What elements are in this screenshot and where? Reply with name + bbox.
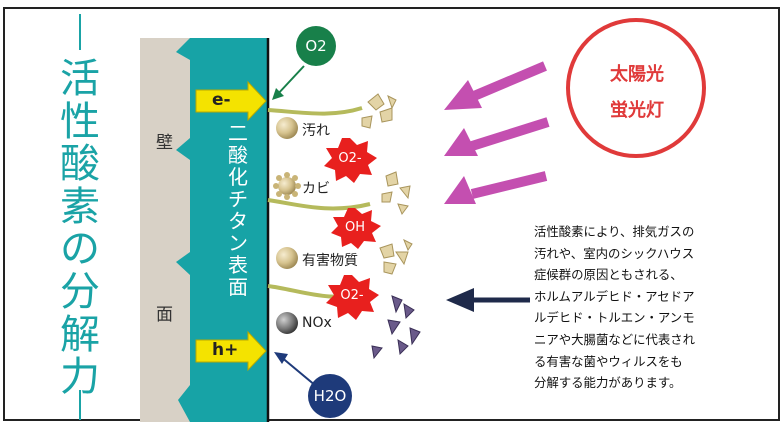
description-text: 活性酸素により、排気ガスの 汚れや、室内のシックハウス 症候群の原因ともされる、…	[534, 221, 783, 394]
o2-label: O2	[305, 37, 327, 55]
target-label-mold: カビ	[302, 181, 330, 197]
hole-arrow	[195, 330, 267, 372]
description-line: る有害な菌やウィルスをも	[534, 353, 683, 369]
description-line: 汚れや、室内のシックハウス	[534, 245, 695, 261]
light-source-sunlight: 太陽光	[610, 64, 664, 85]
dirt-ball	[276, 117, 298, 139]
light-source-fluorescent: 蛍光灯	[610, 100, 664, 121]
hydroxyl-burst	[331, 208, 381, 249]
description-line: ルデヒド・トルエン・アンモ	[534, 310, 695, 326]
wall-surface	[140, 38, 192, 422]
decomposed-dirt	[361, 93, 397, 129]
o2-arrowhead	[272, 88, 284, 100]
description-line: 症候群の原因ともされる、	[534, 267, 683, 283]
o2-arrow-line	[275, 65, 305, 97]
superoxide-burst-1	[324, 138, 377, 183]
h2o-arrow-line	[279, 355, 317, 387]
target-label-harmful: 有害物質	[302, 253, 358, 269]
h2o-label: H2O	[313, 387, 347, 405]
hole-label: h+	[212, 340, 239, 360]
harmful-substance-ball	[276, 247, 298, 269]
hydroxyl-label: OH	[344, 220, 365, 235]
light-ray-2	[444, 117, 550, 156]
light-source-circle	[566, 18, 706, 158]
electron-arrow	[195, 80, 267, 122]
title: 活 性 酸 素 の 分 解 力	[60, 56, 100, 401]
tio2-label: 二 酸 化 チ タ ン 表 面	[228, 121, 248, 299]
reaction-path-2	[267, 198, 371, 211]
electron-label: e-	[212, 90, 231, 110]
frame-border	[3, 7, 780, 421]
mold-ball	[273, 172, 301, 200]
superoxide-label-1: O2-	[338, 151, 362, 166]
superoxide-burst-2	[326, 275, 379, 320]
decomposed-harmful	[379, 238, 413, 275]
description-arrow	[446, 288, 530, 312]
light-ray-3	[444, 171, 548, 204]
description-line: 分解する能力があります。	[534, 375, 682, 391]
target-label-dirt: 汚れ	[302, 123, 330, 139]
o2-circle	[296, 26, 336, 66]
wall-label-bottom: 面	[156, 305, 173, 325]
decomposed-mold	[381, 171, 411, 216]
h2o-circle	[308, 374, 352, 418]
light-ray-1	[444, 61, 547, 110]
target-label-nox: NOx	[302, 315, 332, 331]
superoxide-label-2: O2-	[340, 288, 364, 303]
description-line: ホルムアルデヒド・アセドア	[534, 288, 695, 304]
decomposed-nox	[371, 295, 421, 360]
description-line: 活性酸素により、排気ガスの	[534, 224, 695, 239]
tio2-layer	[176, 38, 268, 422]
wall-label-top: 壁	[156, 133, 173, 153]
nox-ball	[276, 312, 298, 334]
h2o-arrowhead	[274, 352, 288, 364]
reaction-path-1	[267, 106, 363, 116]
description-line: ニアや大腸菌などに代表され	[534, 331, 696, 347]
